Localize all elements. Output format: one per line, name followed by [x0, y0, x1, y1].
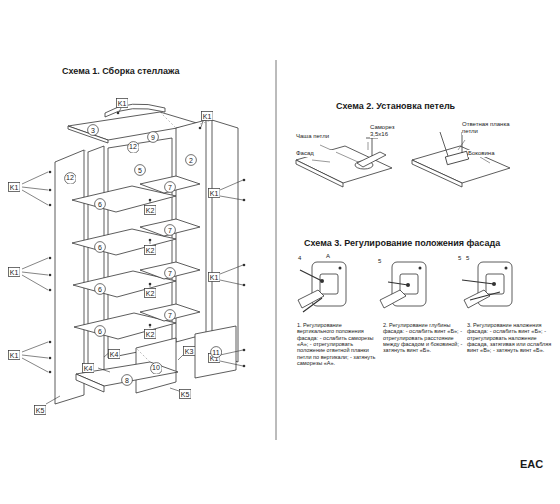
part-label: Саморез 3,5x16: [370, 124, 410, 138]
callout-text: 6: [98, 286, 102, 293]
callout-text: 6: [98, 328, 102, 335]
callout-text: K2: [146, 247, 155, 254]
callout-number: 8: [121, 374, 133, 386]
callout-number: 7: [164, 181, 176, 193]
fastener-callout: K5: [179, 389, 192, 399]
callout-text: K4: [110, 351, 119, 358]
callout-number: 6: [94, 198, 106, 210]
callout-text: 6: [98, 201, 102, 208]
scheme-title: Схема 1. Сборка стеллажа: [62, 66, 222, 76]
part-label: Ответная планка петли: [462, 121, 522, 135]
callout-number: 5: [134, 164, 146, 176]
callout-text: K1: [203, 113, 212, 120]
fastener-callout: K1: [201, 111, 214, 121]
callout-number: 11: [210, 346, 222, 358]
fastener-callout: K2: [144, 245, 157, 255]
callout-text: 10: [152, 364, 160, 371]
callout-letter: 5: [466, 255, 476, 262]
fastener-callout: K5: [34, 405, 47, 415]
callout-number: 12: [127, 141, 140, 154]
callout-text: 2: [189, 157, 193, 164]
fastener-callout: K1: [116, 98, 129, 108]
callout-letter: 5: [378, 258, 388, 265]
callout-number: 7: [164, 267, 176, 279]
fastener-callout: K1: [208, 188, 221, 198]
fastener-callout: K4: [82, 363, 95, 373]
scheme-title: Схема 2. Установка петель: [336, 101, 506, 111]
part-label: Боковина: [468, 150, 508, 157]
callout-text: 7: [168, 270, 172, 277]
callout-number: 12: [64, 172, 77, 185]
callout-text: 5: [138, 167, 142, 174]
fastener-callout: K3: [183, 346, 196, 356]
callout-number: 6: [94, 283, 106, 295]
callout-number: 9: [147, 131, 159, 143]
callout-text: 7: [168, 184, 172, 191]
callout-text: K1: [210, 190, 219, 197]
fastener-callout: K1: [8, 350, 21, 360]
callout-text: K1: [210, 274, 219, 281]
callout-text: K2: [146, 331, 155, 338]
callout-text: 11: [212, 349, 219, 356]
fastener-callout: K1: [208, 272, 221, 282]
instruction-note: 3. Регулирование наложения фасада: - осл…: [467, 322, 553, 354]
callout-letter: А: [326, 253, 336, 260]
callout-number: 7: [164, 309, 176, 321]
instruction-note: 1. Регулирование вертикального положения…: [297, 322, 379, 366]
fastener-callout: K1: [8, 182, 21, 192]
callout-letter: 4: [298, 255, 308, 262]
scheme-title: Схема 3. Регулирование положения фасада: [304, 238, 534, 248]
callout-text: 12: [66, 174, 74, 181]
callout-text: K5: [36, 407, 45, 414]
callout-text: 12: [129, 143, 137, 150]
part-label: Чаша петли: [296, 133, 346, 140]
callout-text: K1: [10, 352, 19, 359]
callout-text: 6: [98, 244, 102, 251]
callout-text: 3: [91, 127, 95, 134]
callout-text: K3: [185, 348, 194, 355]
callout-text: 7: [168, 312, 172, 319]
part-label: Фасад: [296, 150, 336, 157]
callout-number: 7: [164, 224, 176, 236]
callout-text: K1: [10, 184, 19, 191]
callout-number: 6: [94, 241, 106, 253]
callout-number: 3: [87, 124, 99, 136]
callout-number: 10: [150, 362, 163, 375]
callout-number: 6: [94, 325, 106, 337]
callout-text: 7: [168, 227, 172, 234]
callout-text: 8: [125, 377, 129, 384]
fastener-callout: K1: [8, 267, 21, 277]
fastener-callout: K2: [144, 288, 157, 298]
callout-text: 9: [151, 134, 155, 141]
instruction-note: 2. Регулирование глубины фасада: - ослаб…: [383, 322, 463, 354]
callout-text: K1: [10, 269, 19, 276]
fastener-callout: K4: [108, 349, 121, 359]
callout-text: K5: [181, 391, 190, 398]
callout-text: K2: [146, 207, 155, 214]
callout-text: K1: [118, 100, 127, 107]
callout-text: K4: [84, 365, 93, 372]
callout-text: K2: [146, 290, 155, 297]
fastener-callout: K2: [144, 205, 157, 215]
callout-number: 2: [185, 154, 197, 166]
certification-mark: EAC: [520, 458, 550, 471]
fastener-callout: K2: [144, 329, 157, 339]
